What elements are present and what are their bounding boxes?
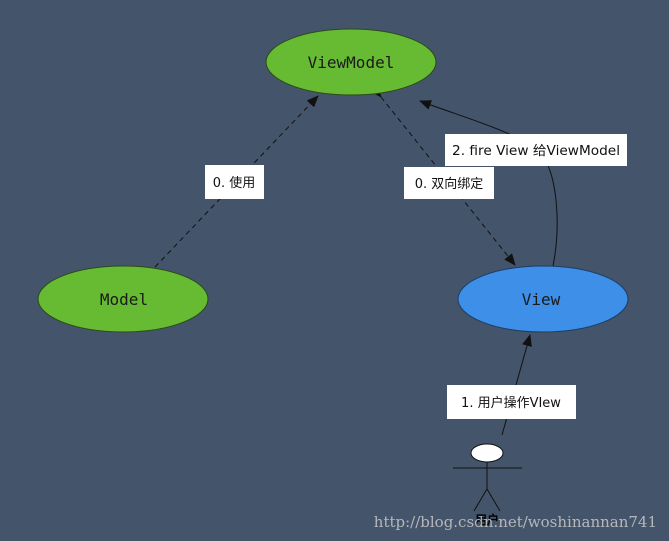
edge-label-text: 1. 用户操作VIew bbox=[461, 395, 561, 411]
edge-label-two-way-binding: 0. 双向绑定 bbox=[404, 167, 494, 199]
node-view[interactable]: View bbox=[457, 265, 629, 333]
actor-user-head bbox=[470, 443, 504, 463]
actor-user-leg-left bbox=[473, 488, 488, 512]
node-view-shape bbox=[457, 265, 629, 333]
node-view-label: View bbox=[522, 290, 561, 309]
edge-label-model-uses-viewmodel: 0. 使用 bbox=[205, 165, 264, 199]
edge-label-fire-view: 2. fire View 给ViewModel bbox=[445, 134, 627, 166]
node-viewmodel-shape bbox=[265, 28, 437, 96]
edge-label-box bbox=[205, 165, 264, 199]
node-viewmodel[interactable]: ViewModel bbox=[265, 28, 437, 96]
edge-label-text: 2. fire View 给ViewModel bbox=[452, 144, 620, 159]
edge-label-text: 0. 双向绑定 bbox=[415, 176, 484, 192]
node-model-shape bbox=[37, 265, 209, 333]
edge-label-text: 0. 使用 bbox=[213, 175, 256, 191]
edge-label-box bbox=[404, 167, 494, 199]
node-model-label: Model bbox=[100, 290, 148, 309]
watermark-url: http://blog.csdn.net/woshinannan741 bbox=[374, 513, 657, 531]
node-model[interactable]: Model bbox=[37, 265, 209, 333]
actor-user-label: 用户 bbox=[474, 512, 499, 527]
actor-user-leg-right bbox=[486, 488, 501, 512]
actor-user[interactable]: 用户 bbox=[453, 443, 522, 527]
edge-label-box bbox=[447, 385, 576, 419]
edge-label-box bbox=[445, 134, 627, 166]
node-viewmodel-label: ViewModel bbox=[308, 53, 395, 72]
edge-label-user-operates-view: 1. 用户操作VIew bbox=[447, 385, 576, 419]
